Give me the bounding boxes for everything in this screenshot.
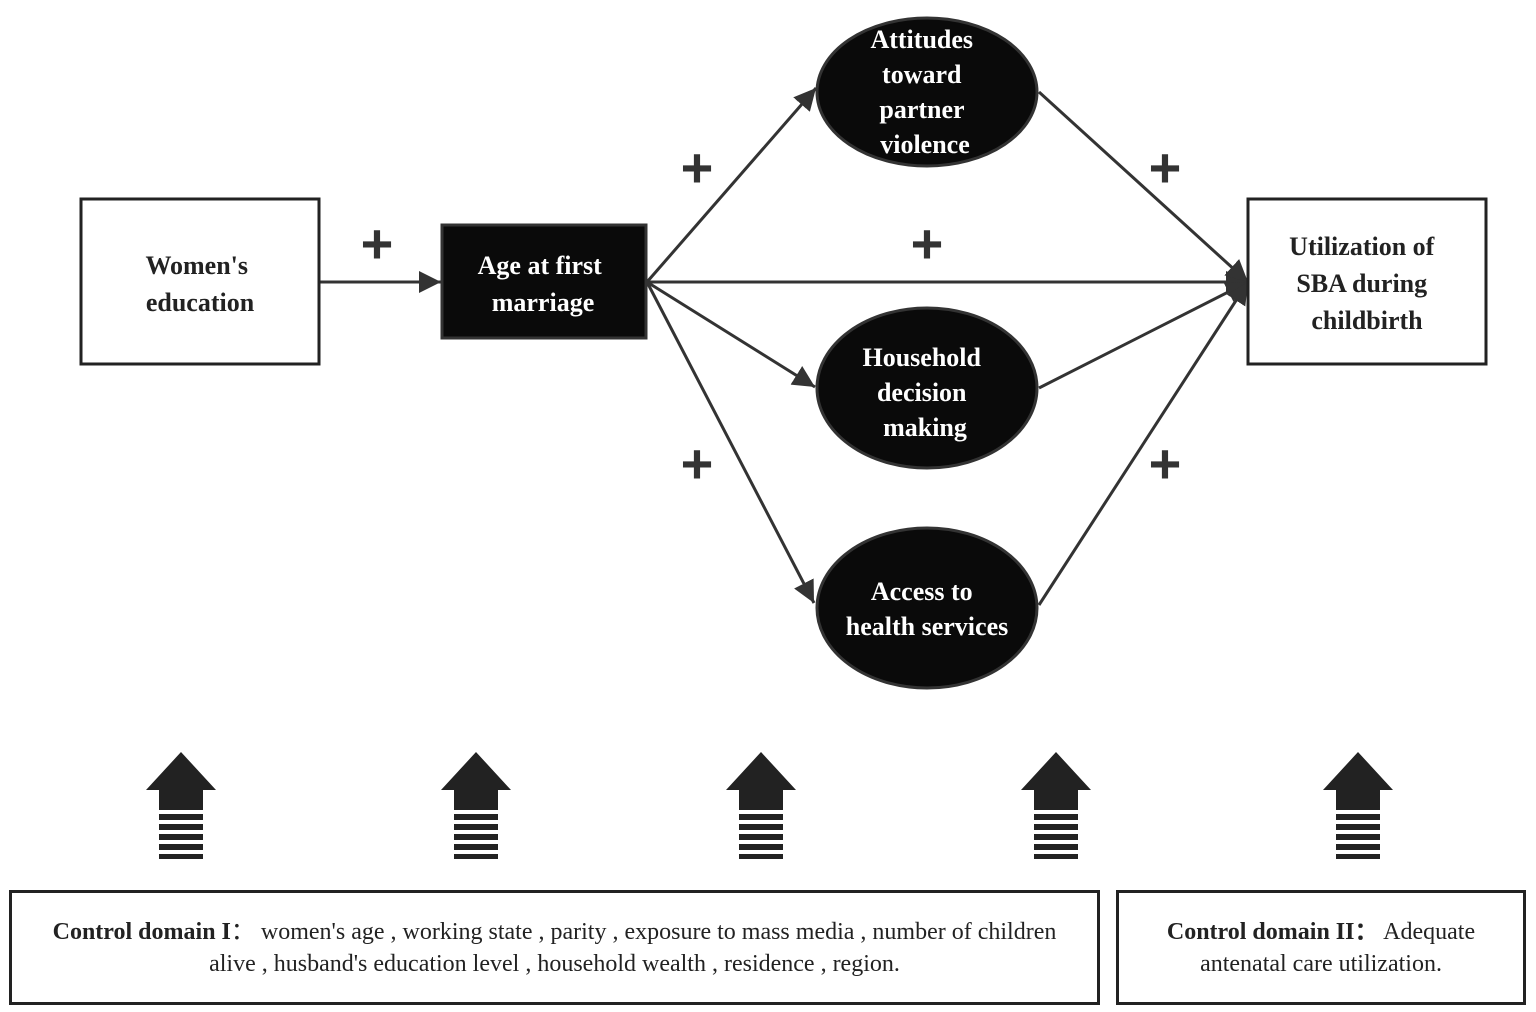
edge-age-to-household — [646, 280, 816, 389]
svg-text:Utilization of SBA durin: Utilization of SBA during childbirth — [1289, 232, 1441, 335]
edge-attitudes-to-utilization — [1037, 90, 1250, 284]
control-domain-1-separator: ： — [230, 918, 255, 945]
node-label: Attitudes — [870, 25, 973, 54]
svg-text:Household decision: Household decision making — [863, 343, 988, 442]
node-label: decision — [877, 378, 967, 407]
node-label: toward — [882, 60, 962, 89]
plus-sign: + — [911, 212, 944, 275]
node-womens-education: Women's education — [79, 197, 321, 366]
control-domain-2-separator: ： — [1354, 918, 1379, 945]
node-label: partner — [879, 95, 964, 124]
node-label: childbirth — [1311, 306, 1423, 335]
svg-text:Women's education: Women's education — [145, 251, 254, 317]
node-label: Age at first — [478, 251, 603, 280]
plus-sign: + — [1149, 432, 1182, 495]
node-household-decision-making: Household decision making — [815, 306, 1039, 470]
edge-access-to-utilization — [1037, 281, 1250, 606]
edge-age-to-access — [645, 281, 816, 604]
node-utilization-of-sba: Utilization of SBA during childbirth — [1246, 197, 1488, 366]
edge-age-to-attitudes — [645, 87, 818, 283]
plus-sign: + — [1149, 136, 1182, 199]
control-domain-1-box: Control domain I： women's age , working … — [9, 890, 1100, 1005]
node-label: Access to — [871, 577, 973, 606]
control-domain-2-label: Control domain II — [1166, 918, 1355, 945]
svg-text:Age at first marriage: Age at first marriage — [478, 251, 609, 317]
node-label: Women's — [145, 251, 248, 280]
svg-text:Attitudes toward p: Attitudes toward partner violence — [870, 25, 979, 159]
up-arrow-icon — [146, 752, 216, 859]
edges — [320, 87, 1250, 606]
node-label: health services — [846, 612, 1008, 641]
node-attitudes-toward-partner-violence: Attitudes toward partner violence — [815, 16, 1039, 168]
control-domain-2-text: Control domain II： Adequate antenatal ca… — [1139, 916, 1503, 980]
node-access-to-health-services: Access to health services — [815, 526, 1039, 690]
node-label: Household — [863, 343, 982, 372]
node-label: making — [883, 413, 967, 442]
node-label: marriage — [492, 288, 595, 317]
up-arrow-icon — [441, 752, 511, 859]
node-label: violence — [880, 130, 970, 159]
plus-sign: + — [681, 432, 714, 495]
node-label: education — [146, 288, 255, 317]
control-domain-2-box: Control domain II： Adequate antenatal ca… — [1116, 890, 1526, 1005]
plus-sign: + — [681, 136, 714, 199]
node-label: SBA during — [1296, 269, 1427, 298]
up-arrow-icon — [1323, 752, 1393, 859]
up-arrow-icon — [1021, 752, 1091, 859]
up-arrow-icon — [726, 752, 796, 859]
edge-household-to-utilization — [1038, 280, 1249, 390]
control-domain-2-variables: Adequate antenatal care utilization. — [1200, 918, 1476, 977]
plus-sign: + — [361, 212, 394, 275]
control-domain-1-label: Control domain I — [52, 918, 231, 945]
node-label: Utilization of — [1289, 232, 1434, 261]
node-age-at-first-marriage: Age at first marriage — [440, 223, 648, 340]
control-domain-1-text: Control domain I： women's age , working … — [42, 916, 1067, 980]
svg-text:Access to health service: Access to health services — [846, 577, 1008, 641]
control-domain-1-variables: women's age , working state , parity , e… — [209, 918, 1057, 977]
up-arrows — [146, 752, 1393, 859]
